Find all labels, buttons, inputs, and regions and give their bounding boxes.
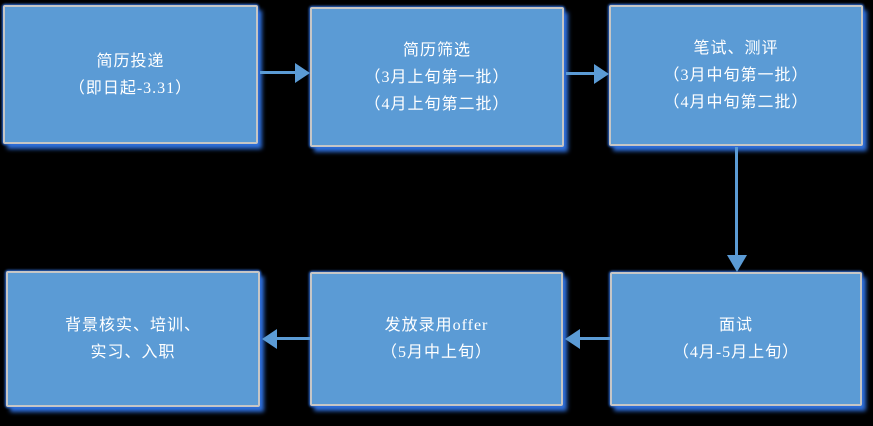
flow-node-resume-submission: 简历投递 （即日起-3.31） <box>3 5 258 144</box>
arrow-shaft <box>566 72 594 75</box>
arrow-right-screening-to-test <box>566 63 609 84</box>
flow-node-label: 发放录用offer （5月中上旬） <box>380 317 492 361</box>
arrow-right-submission-to-screening <box>260 62 310 83</box>
arrow-left-offer-to-onboarding <box>262 328 310 349</box>
arrow-head-right-icon <box>295 62 310 83</box>
arrow-shaft <box>260 71 295 74</box>
arrow-head-down-icon <box>726 255 747 272</box>
arrow-head-left-icon <box>565 328 580 349</box>
flow-node-written-test-assessment: 笔试、测评 （3月中旬第一批） （4月中旬第二批） <box>609 5 863 146</box>
flow-node-label: 背景核实、培训、 实习、入职 <box>64 317 201 361</box>
flow-node-label: 笔试、测评 （3月中旬第一批） （4月中旬第二批） <box>663 40 809 111</box>
arrow-down-test-to-interview <box>726 147 747 272</box>
flow-node-resume-screening: 简历筛选 （3月上旬第一批） （4月上旬第二批） <box>310 7 564 147</box>
flow-node-interview: 面试 （4月-5月上旬） <box>610 272 862 406</box>
arrow-head-left-icon <box>262 328 277 349</box>
arrow-shaft <box>580 337 610 340</box>
arrow-left-interview-to-offer <box>565 328 610 349</box>
arrow-head-right-icon <box>594 63 609 84</box>
flow-node-label: 简历投递 （即日起-3.31） <box>68 52 193 97</box>
flow-node-offer-issuance: 发放录用offer （5月中上旬） <box>310 272 563 406</box>
arrow-shaft <box>277 337 310 340</box>
arrow-shaft <box>735 147 738 255</box>
flow-node-label: 面试 （4月-5月上旬） <box>672 317 800 361</box>
flow-node-background-check-onboarding: 背景核实、培训、 实习、入职 <box>6 271 260 407</box>
flow-node-label: 简历筛选 （3月上旬第一批） （4月上旬第二批） <box>364 41 510 113</box>
